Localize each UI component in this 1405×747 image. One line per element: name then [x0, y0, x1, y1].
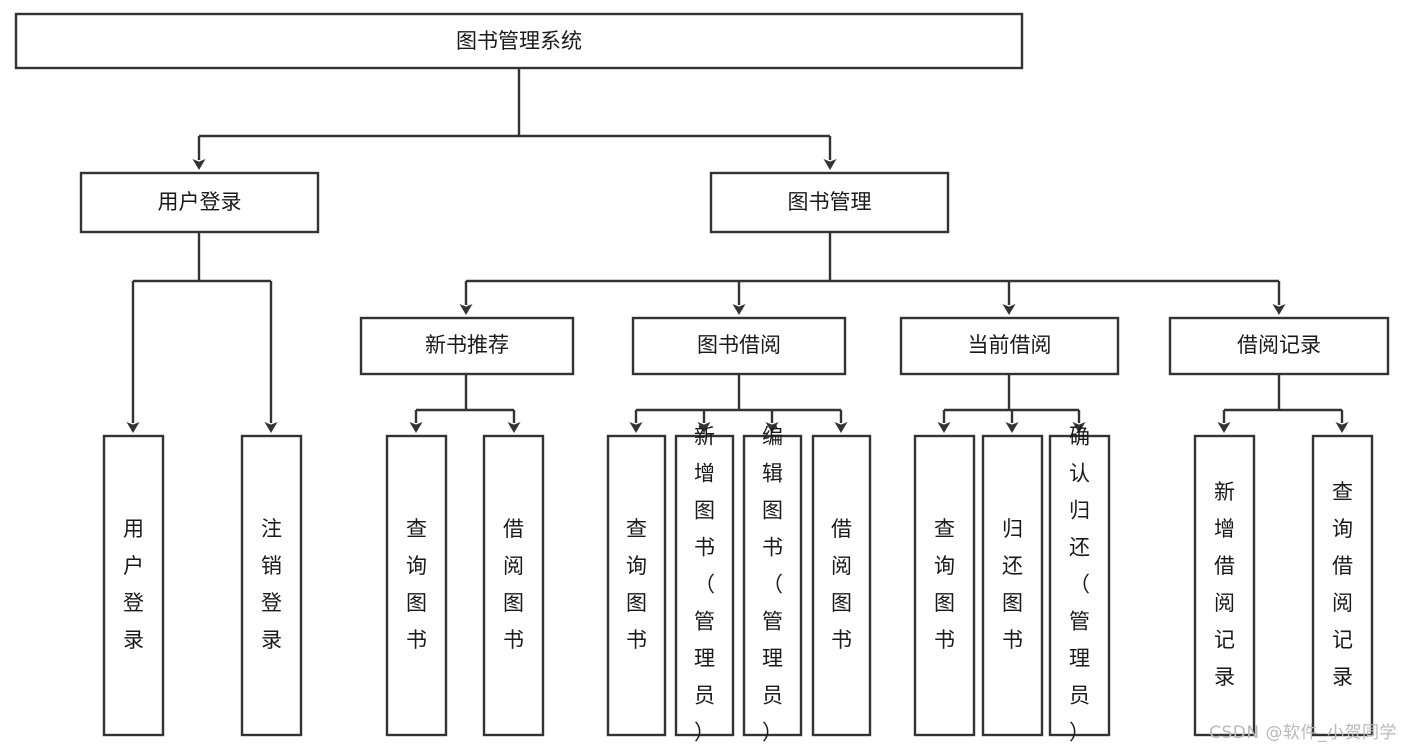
node-borrow-record-box[interactable] — [1168, 316, 1390, 376]
node-leaf-borrow-book[interactable]: 借阅图书 — [811, 434, 872, 737]
node-leaf-user-login[interactable]: 用户登录 — [102, 434, 165, 737]
node-leaf-query-book-rec-label: 查询图书 — [406, 517, 427, 652]
node-leaf-add-record-label: 新增借阅记录 — [1214, 480, 1235, 689]
node-borrow-record[interactable]: 借阅记录 — [1168, 316, 1390, 376]
node-leaf-add-record[interactable]: 新增借阅记录 — [1193, 434, 1256, 737]
node-leaf-return-book[interactable]: 归还图书 — [981, 434, 1044, 737]
node-leaf-logout-box[interactable] — [240, 434, 303, 737]
node-leaf-query-book-cur[interactable]: 查询图书 — [913, 434, 976, 737]
node-book-manage-label: 图书管理 — [788, 190, 872, 214]
node-leaf-add-book[interactable]: 新增图书（管理员） — [674, 425, 735, 745]
node-leaf-query-book-rec[interactable]: 查询图书 — [385, 434, 448, 737]
node-leaf-query-book-cur-box[interactable] — [913, 434, 976, 737]
node-root-label: 图书管理系统 — [456, 29, 582, 53]
node-leaf-borrow-book-box[interactable] — [811, 434, 872, 737]
node-current-borrow-label: 当前借阅 — [968, 333, 1052, 357]
node-book-manage-box[interactable] — [709, 171, 950, 234]
node-leaf-query-record[interactable]: 查询借阅记录 — [1311, 434, 1374, 737]
node-leaf-borrow-book-rec-box[interactable] — [482, 434, 545, 737]
node-leaf-confirm-return[interactable]: 确认归还（管理员） — [1048, 425, 1111, 745]
node-book-borrow-label: 图书借阅 — [697, 333, 781, 357]
node-new-book-rec[interactable]: 新书推荐 — [359, 316, 575, 376]
node-leaf-user-login-box[interactable] — [102, 434, 165, 737]
node-leaf-query-book-borrow-box[interactable] — [606, 434, 667, 737]
node-leaf-borrow-book-label: 借阅图书 — [831, 517, 852, 652]
node-leaf-query-record-label: 查询借阅记录 — [1332, 480, 1353, 689]
node-leaf-logout[interactable]: 注销登录 — [240, 434, 303, 737]
leaves-layer: 用户登录 注销登录 查询图书 借阅图书 查询图书 新增图书（管理员） 编辑图书（管理员） 借阅… — [102, 425, 1374, 745]
node-leaf-add-book-label: 新增图书（管理员） — [694, 425, 715, 745]
node-leaf-edit-book-box[interactable] — [742, 434, 803, 737]
node-current-borrow-box[interactable] — [899, 316, 1120, 376]
node-new-book-rec-box[interactable] — [359, 316, 575, 376]
node-borrow-record-label: 借阅记录 — [1237, 333, 1321, 357]
connectors-layer — [126, 68, 1349, 433]
node-leaf-return-book-label: 归还图书 — [1002, 517, 1023, 652]
node-user-login-box[interactable] — [79, 171, 320, 234]
node-current-borrow[interactable]: 当前借阅 — [899, 316, 1120, 376]
node-leaf-confirm-return-label: 确认归还（管理员） — [1069, 425, 1090, 745]
node-leaf-logout-label: 注销登录 — [261, 517, 282, 652]
node-book-borrow[interactable]: 图书借阅 — [631, 316, 847, 376]
node-book-manage[interactable]: 图书管理 — [709, 171, 950, 234]
node-user-login-label: 用户登录 — [158, 190, 242, 214]
node-root-box[interactable] — [14, 12, 1024, 70]
node-root[interactable]: 图书管理系统 — [14, 12, 1024, 70]
node-leaf-add-book-box[interactable] — [674, 434, 735, 737]
node-leaf-query-book-cur-label: 查询图书 — [934, 517, 955, 652]
node-leaf-user-login-label: 用户登录 — [123, 517, 144, 652]
node-leaf-add-record-box[interactable] — [1193, 434, 1256, 737]
node-leaf-query-book-borrow-label: 查询图书 — [626, 517, 647, 652]
node-leaf-return-book-box[interactable] — [981, 434, 1044, 737]
node-leaf-edit-book-label: 编辑图书（管理员） — [762, 425, 783, 745]
node-user-login[interactable]: 用户登录 — [79, 171, 320, 234]
node-leaf-edit-book[interactable]: 编辑图书（管理员） — [742, 425, 803, 745]
node-leaf-confirm-return-box[interactable] — [1048, 434, 1111, 737]
node-leaf-borrow-book-rec[interactable]: 借阅图书 — [482, 434, 545, 737]
nodes-layer: 图书管理系统 用户登录 图书管理 新书推荐 图书借阅 当前 — [14, 12, 1390, 745]
node-leaf-query-book-borrow[interactable]: 查询图书 — [606, 434, 667, 737]
node-leaf-borrow-book-rec-label: 借阅图书 — [503, 517, 524, 652]
node-leaf-query-book-rec-box[interactable] — [385, 434, 448, 737]
node-new-book-rec-label: 新书推荐 — [425, 333, 509, 357]
node-book-borrow-box[interactable] — [631, 316, 847, 376]
node-leaf-query-record-box[interactable] — [1311, 434, 1374, 737]
